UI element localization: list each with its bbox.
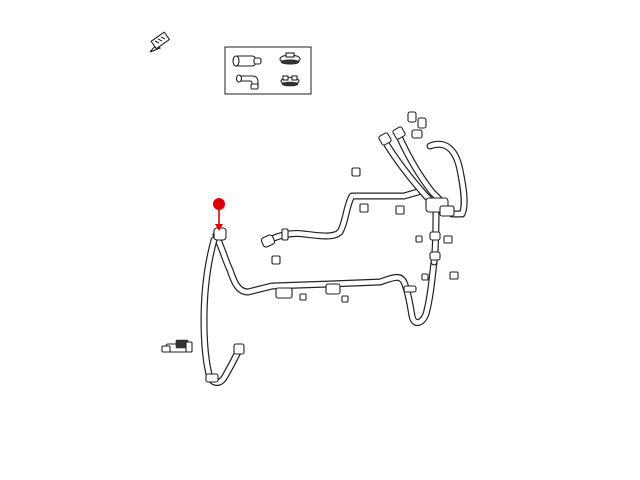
heater-hose-left-drop	[200, 236, 242, 386]
hose-clips	[205, 167, 459, 383]
heater-hose-main	[212, 231, 438, 326]
callout-marker-icon	[213, 198, 225, 231]
parts-inset-box	[224, 46, 312, 95]
hose-fitting-icon	[232, 55, 262, 67]
front-direction-arrow-icon	[149, 31, 171, 53]
spring-clamp-icon	[280, 75, 300, 87]
elbow-fitting-icon	[235, 74, 259, 90]
hose-bracket-connector	[161, 339, 193, 353]
hose-clamp-icon	[279, 52, 301, 65]
heater-pipes-right	[378, 111, 468, 266]
heater-hose-upper	[260, 188, 422, 248]
